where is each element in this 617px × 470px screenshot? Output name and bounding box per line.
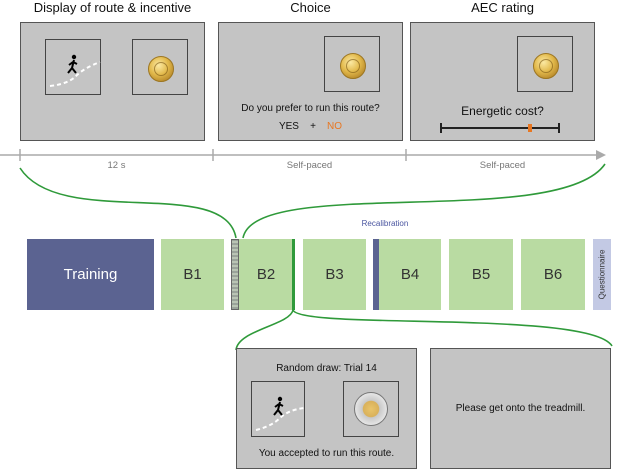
screen-random-draw: Random draw: Trial 14 You accepted to ru… [236, 348, 417, 469]
stage-title-display: Display of route & incentive [33, 0, 192, 15]
aec-incentive-frame [517, 36, 573, 92]
choice-options: YES + NO [219, 121, 402, 132]
screen-choice: Do you prefer to run this route? YES + N… [218, 22, 403, 141]
choice-incentive-frame [324, 36, 380, 92]
stage-title-aec: AEC rating [471, 0, 534, 15]
plus-sign: + [310, 121, 316, 132]
block-b6: B6 [521, 239, 585, 310]
block-b5: B5 [449, 239, 513, 310]
aec-question: Energetic cost? [461, 104, 544, 118]
questionnaire-label: Questionnaire [597, 249, 607, 300]
timing-display: 12 s [107, 160, 126, 171]
timing-aec: Self-paced [479, 160, 526, 171]
incentive-frame [132, 39, 188, 95]
yes-option: YES [278, 121, 299, 132]
block-b1: B1 [161, 239, 224, 310]
route-runner-icon [255, 396, 305, 431]
no-option: NO [327, 121, 343, 132]
random-draw-label: Random draw: Trial 14 [276, 363, 377, 374]
block-b4: B4 [379, 239, 441, 310]
draw-incentive-frame [343, 381, 399, 437]
timeline [0, 149, 606, 161]
recalibration-marker [373, 239, 379, 310]
trial-stripe [231, 239, 239, 310]
coin-icon [148, 56, 174, 82]
euro-coin-icon [354, 392, 388, 426]
route-runner-icon [49, 54, 101, 87]
draw-route-frame [251, 381, 305, 437]
choice-question: Do you prefer to run this route? [241, 103, 380, 114]
timing-choice: Self-paced [286, 160, 333, 171]
aec-rating-slider [440, 123, 560, 133]
screen-display [20, 22, 205, 141]
recalibration-label: Recalibration [361, 219, 409, 228]
coin-icon [340, 53, 366, 79]
treadmill-message: Please get onto the treadmill. [455, 403, 586, 414]
stage-title-choice: Choice [290, 0, 331, 15]
block-b3: B3 [303, 239, 366, 310]
block-questionnaire: Questionnaire [593, 239, 611, 310]
accepted-message: You accepted to run this route. [258, 448, 395, 459]
coin-icon [533, 53, 559, 79]
screen-treadmill: Please get onto the treadmill. [430, 348, 611, 469]
b2-end-marker [292, 239, 295, 310]
block-training: Training [27, 239, 154, 310]
block-b2: B2 [239, 239, 293, 310]
screen-aec: Energetic cost? [410, 22, 595, 141]
route-frame [45, 39, 101, 95]
